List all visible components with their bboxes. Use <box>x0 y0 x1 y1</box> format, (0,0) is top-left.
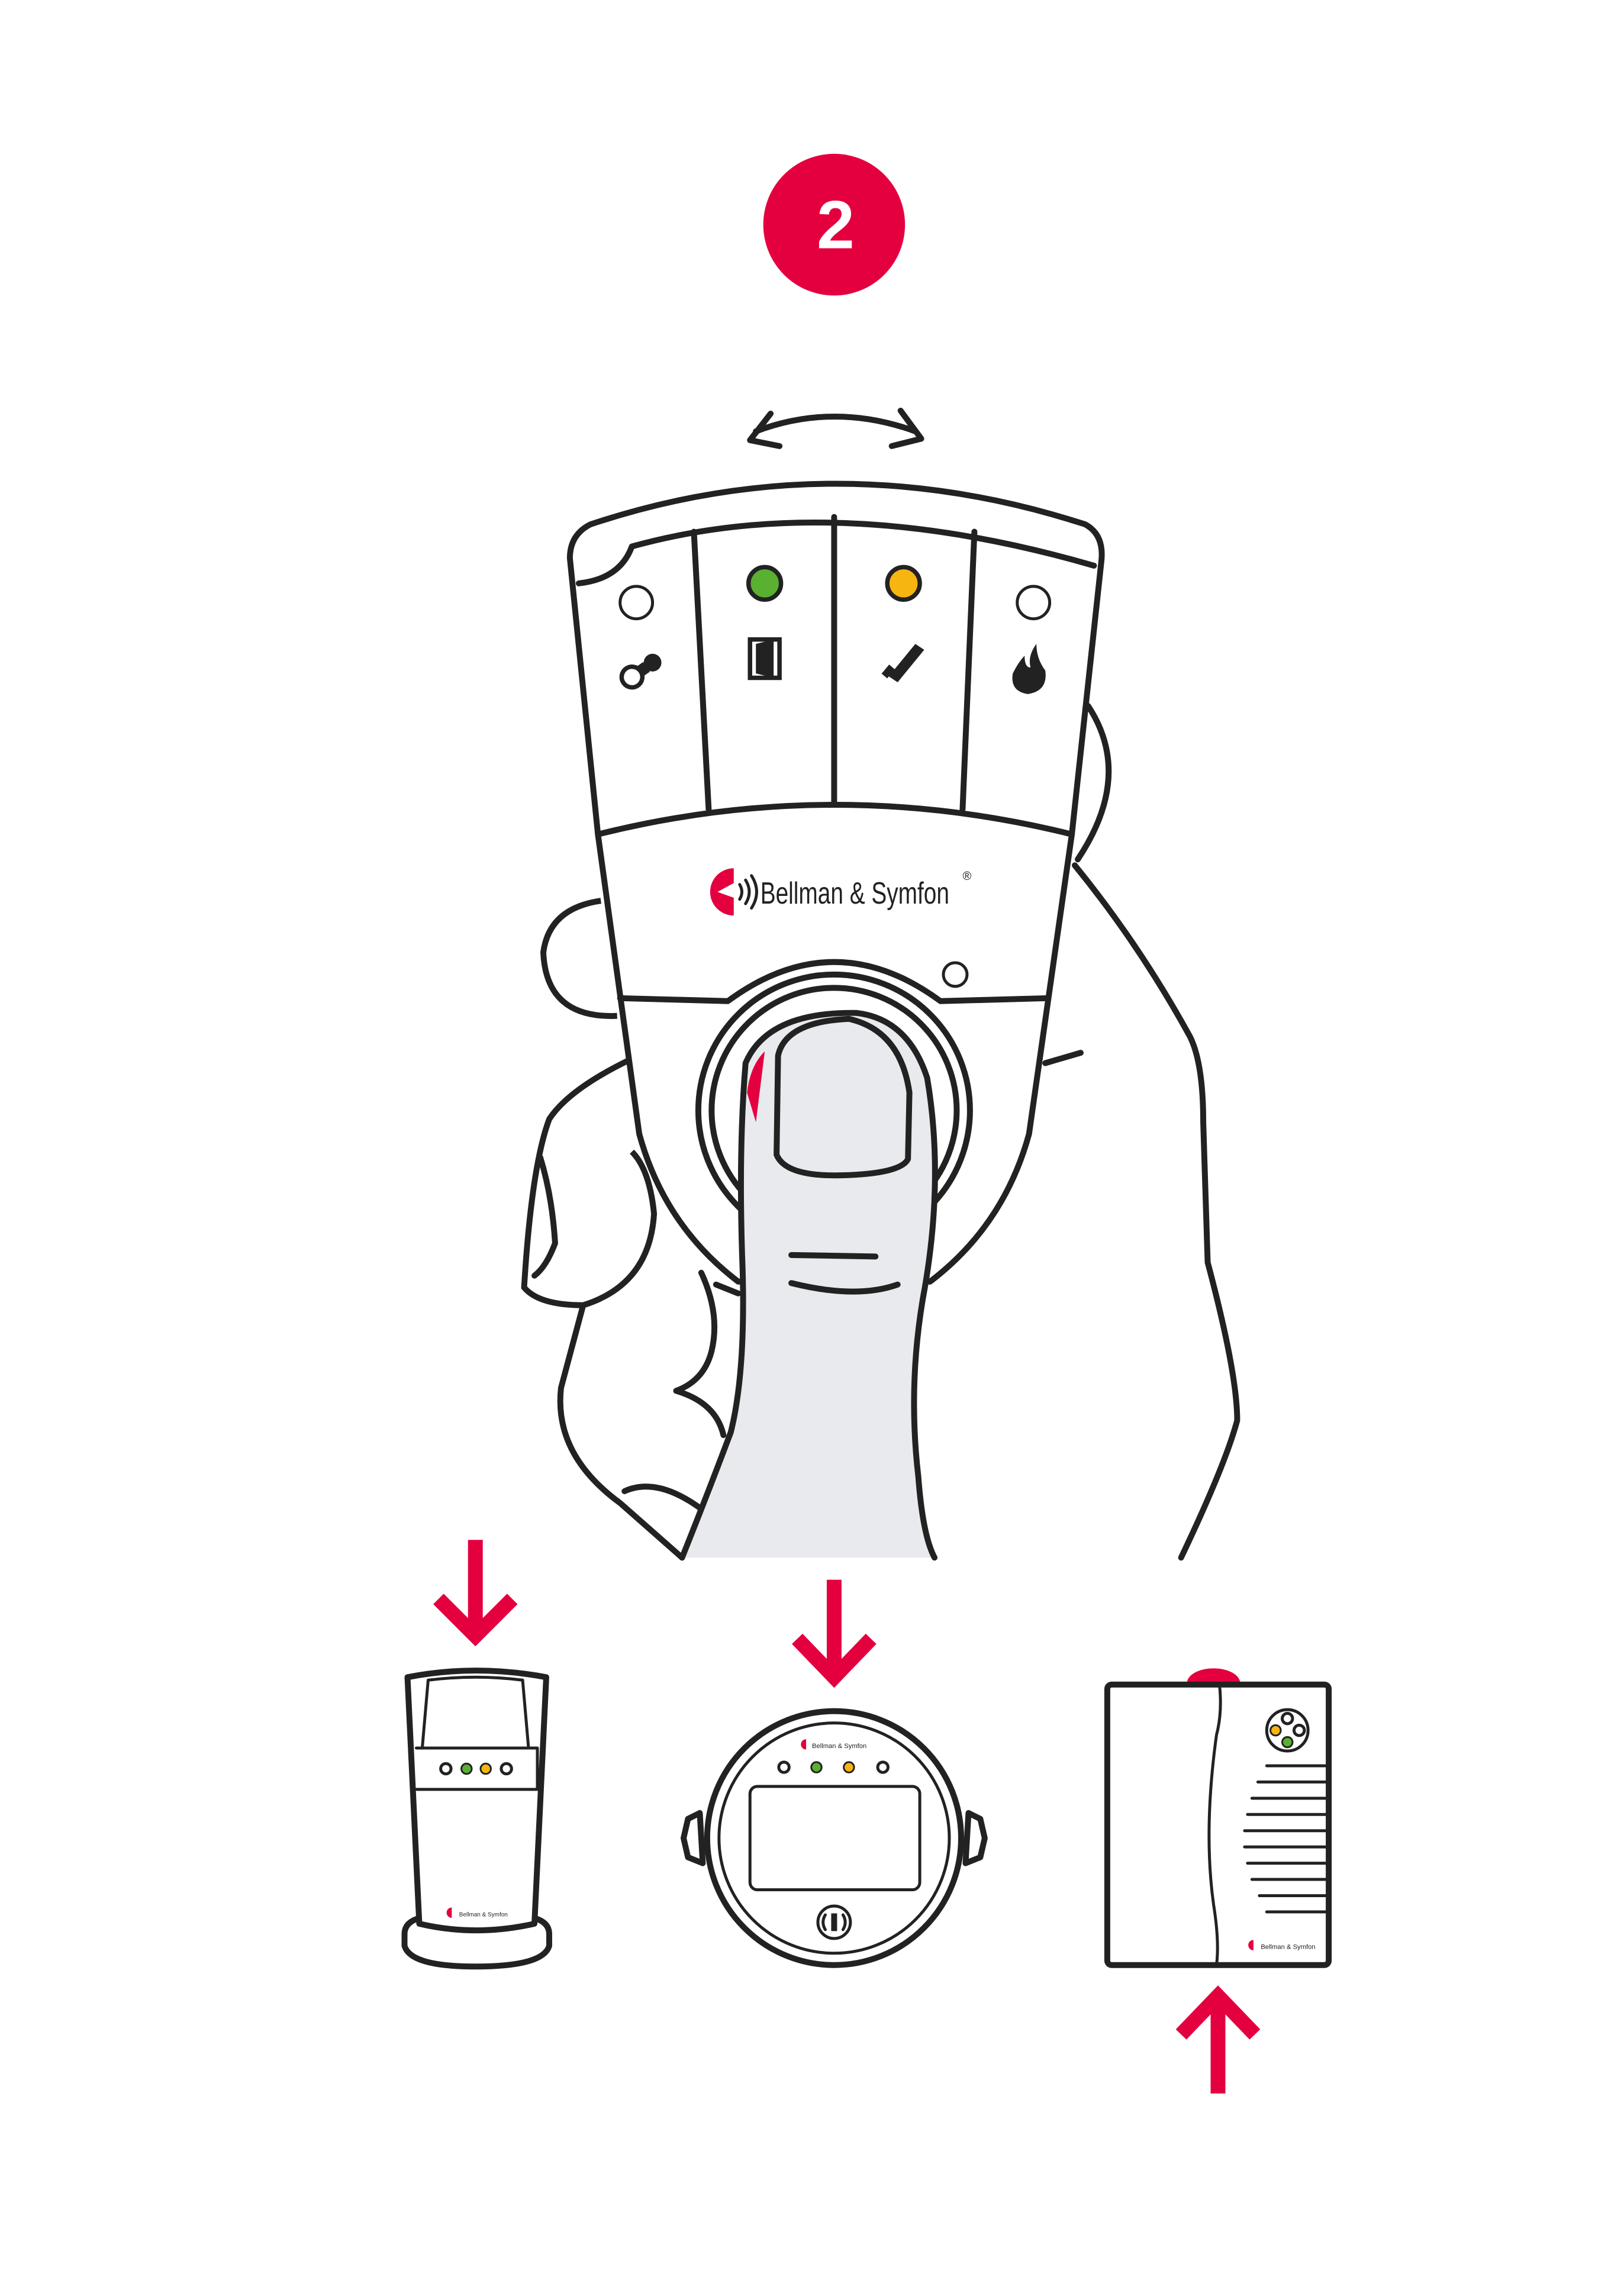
led-baby <box>618 585 655 621</box>
charger-receiver-device: Bellman & Symfon <box>401 1668 552 1970</box>
arrow-down-middle-icon <box>792 1579 877 1688</box>
rotate-arrows-icon <box>747 407 924 449</box>
device-brand-label: Bellman & Symfon <box>459 1911 508 1918</box>
device-brand-label: Bellman & Symfon <box>812 1743 866 1750</box>
brand-registered: ® <box>962 870 971 883</box>
thumb <box>673 1010 938 1561</box>
led-phone <box>885 565 922 602</box>
small-indicator-hole <box>942 961 969 988</box>
brand-logo: Bellman & Symfon ® <box>710 868 971 916</box>
vibration-icon <box>816 1904 852 1940</box>
step-badge: 2 <box>763 153 906 296</box>
round-receiver-device: Bellman & Symfon <box>680 1708 988 1968</box>
door-icon <box>747 637 782 681</box>
wall-transmitter-device: Bellman & Symfon <box>1104 1668 1332 1968</box>
arrow-down-left-icon <box>433 1540 518 1647</box>
brand-name: Bellman & Symfon <box>761 876 949 911</box>
phone-icon <box>881 644 924 682</box>
hand <box>521 702 1240 1561</box>
fire-icon <box>1012 644 1046 694</box>
led-door <box>746 565 784 602</box>
device-brand-label: Bellman & Symfon <box>1261 1943 1315 1950</box>
baby-pacifier-icon <box>619 653 662 690</box>
arrow-up-right-icon <box>1175 1985 1261 2094</box>
step-number: 2 <box>817 188 855 263</box>
led-fire <box>1016 585 1052 621</box>
